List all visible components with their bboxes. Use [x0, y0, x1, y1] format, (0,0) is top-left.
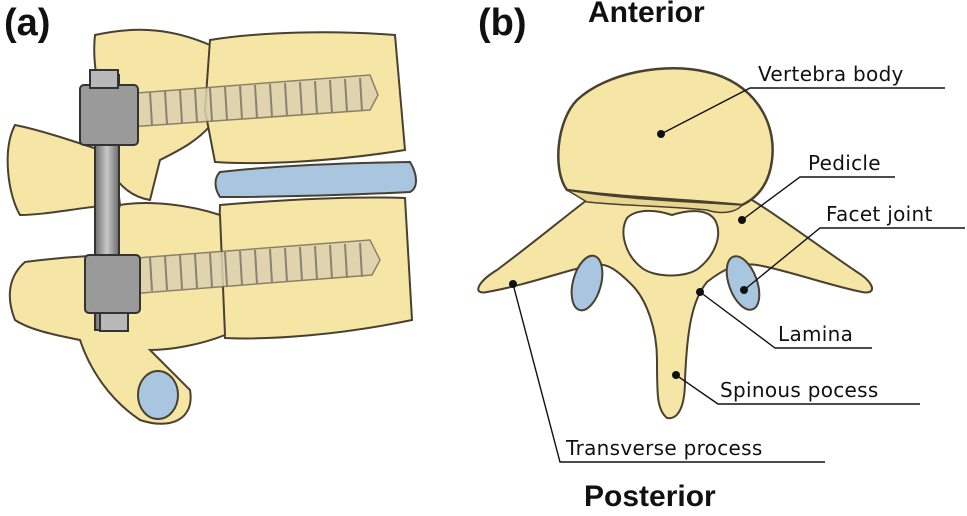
- label-transverse-process: Transverse process: [566, 436, 763, 460]
- upper-screw-head: [79, 84, 139, 146]
- panel-b-letter: (b): [478, 2, 527, 44]
- label-facet-joint: Facet joint: [826, 202, 933, 226]
- intervertebral-disc: [214, 160, 417, 199]
- label-vertebra-body: Vertebra body: [758, 62, 904, 86]
- lower-pedicle-screw: [109, 239, 381, 296]
- posterior-label: Posterior: [584, 480, 716, 513]
- lower-set-screw: [99, 312, 129, 332]
- vertebral-body: [557, 66, 774, 207]
- label-lamina: Lamina: [778, 322, 854, 346]
- panel-a-illustration: [6, 28, 417, 425]
- upper-set-screw: [89, 69, 119, 89]
- label-pedicle: Pedicle: [808, 151, 881, 175]
- lower-facet-joint: [137, 370, 179, 420]
- lower-screw-head: [84, 254, 141, 314]
- body-rim: [566, 189, 744, 214]
- vertebral-foramen: [622, 209, 720, 277]
- panel-a-letter: (a): [4, 2, 51, 44]
- anterior-label: Anterior: [588, 0, 705, 29]
- label-spinous-process: Spinous pocess: [720, 378, 879, 402]
